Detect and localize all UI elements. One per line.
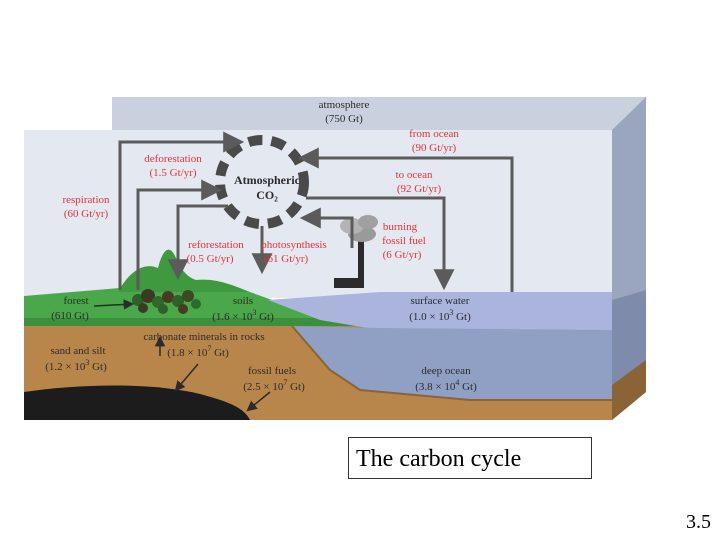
sand-silt-amount: (1.2 × 103 Gt): [45, 358, 107, 373]
fossil-fuels-pointer-2: [246, 391, 271, 412]
to-ocean-amount: (92 Gt/yr): [397, 183, 442, 195]
fossil-fuels-pointer: [174, 363, 199, 392]
burning-fossil-fuel-arrow: [299, 207, 354, 248]
land-surface: [24, 288, 380, 322]
deforestation-arrow: [136, 179, 223, 290]
co2-label: CO₂: [256, 188, 278, 202]
atmosphere-amount: (750 Gt): [325, 113, 363, 125]
atmosphere-label: atmosphere: [319, 99, 370, 111]
co2-ring: [215, 135, 309, 229]
forest-trees: [132, 289, 201, 314]
forest-amount: (610 Gt): [51, 310, 89, 322]
deep-ocean-amount: (3.8 × 104 Gt): [415, 378, 477, 393]
soils-amount: (1.6 × 103 Gt): [212, 308, 274, 323]
deforestation-amount: (1.5 Gt/yr): [149, 167, 196, 179]
fossil-fuels-label: fossil fuels: [248, 365, 296, 377]
land-edge: [24, 318, 392, 326]
flux-arrows: [93, 131, 514, 412]
respiration-label: respiration: [62, 194, 110, 206]
respiration-amount: (60 Gt/yr): [64, 208, 109, 220]
atmospheric-co2-label: Atmospheric: [234, 173, 301, 187]
sediment-right-face: [612, 360, 646, 420]
burning-label: burning: [383, 221, 418, 233]
surface-water-label: surface water: [411, 295, 470, 307]
photosynthesis-label: photosynthesis: [261, 239, 326, 251]
fossil-fuels-amount: (2.5 × 107 Gt): [243, 378, 305, 393]
forest-label: forest: [63, 295, 88, 307]
fossil-fuel-flux-label: fossil fuel: [382, 235, 426, 247]
surface-water-amount: (1.0 × 103 Gt): [409, 308, 471, 323]
sand-silt-label: sand and silt: [51, 345, 106, 357]
forest-pointer: [93, 299, 135, 310]
from-ocean-arrow: [297, 147, 514, 292]
fossil-fuel-deposit: [24, 385, 250, 420]
carbonate-amount: (1.8 × 107 Gt): [167, 344, 229, 359]
carbonate-label: carbonate minerals in rocks: [143, 331, 264, 343]
reforestation-amount: (0.5 Gt/yr): [186, 253, 233, 265]
atmosphere-back-face: [112, 97, 646, 360]
atmosphere-front: [24, 130, 612, 298]
soils-label: soils: [233, 295, 253, 307]
to-ocean-arrow: [306, 196, 455, 291]
photosynthesis-amount: (61 Gt/yr): [264, 253, 309, 265]
caption: The carbon cycle: [356, 446, 522, 472]
respiration-arrow: [118, 131, 245, 290]
from-ocean-label: from ocean: [409, 128, 459, 140]
slide-number: 3.5: [686, 511, 711, 533]
reforestation-arrow: [167, 204, 228, 281]
reforestation-label: reforestation: [188, 239, 244, 251]
burning-fossil-fuel-amount: (6 Gt/yr): [383, 249, 422, 261]
deforestation-label: deforestation: [144, 153, 202, 165]
to-ocean-label: to ocean: [396, 169, 433, 181]
from-ocean-amount: (90 Gt/yr): [412, 142, 457, 154]
power-plant: [334, 215, 378, 288]
hills: [118, 249, 250, 292]
deep-ocean-label: deep ocean: [421, 365, 471, 377]
caption-box: The carbon cycle: [348, 437, 592, 479]
surface-water: [268, 292, 612, 330]
deep-ocean: [292, 326, 612, 400]
